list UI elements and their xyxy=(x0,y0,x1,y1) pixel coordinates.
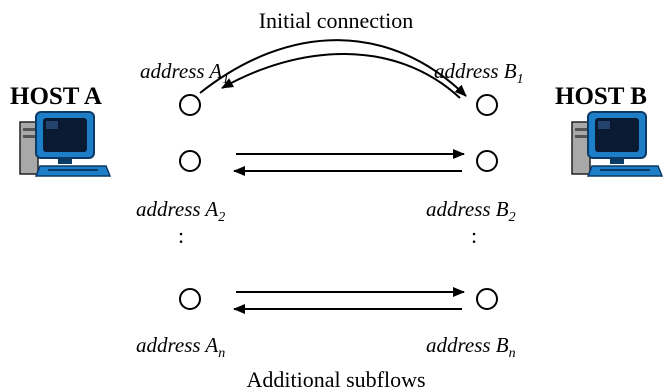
node-bn xyxy=(476,288,498,310)
ellipsis-b: : xyxy=(471,223,477,248)
address-a1-label: address A1 xyxy=(140,59,229,87)
ellipsis-a: : xyxy=(178,223,184,248)
address-b2-label: address B2 xyxy=(426,197,516,225)
host-b-computer-icon xyxy=(571,111,664,177)
initial-arrow-b-to-a xyxy=(221,53,461,99)
initial-arrow-a-to-b xyxy=(199,39,467,97)
address-a2-label: address A2 xyxy=(136,197,225,225)
node-b2 xyxy=(476,150,498,172)
node-b1 xyxy=(476,94,498,116)
address-bn-label: address Bn xyxy=(426,333,516,361)
address-b1-label: address B1 xyxy=(434,59,524,87)
node-a1 xyxy=(179,94,201,116)
node-a2 xyxy=(179,150,201,172)
host-a-label: HOST A xyxy=(10,83,102,110)
address-an-label: address An xyxy=(136,333,225,361)
node-an xyxy=(179,288,201,310)
host-b-label: HOST B xyxy=(555,83,647,110)
initial-connection-title: Initial connection xyxy=(259,8,414,33)
additional-subflows-title: Additional subflows xyxy=(246,367,425,392)
host-a-computer-icon xyxy=(19,111,112,177)
